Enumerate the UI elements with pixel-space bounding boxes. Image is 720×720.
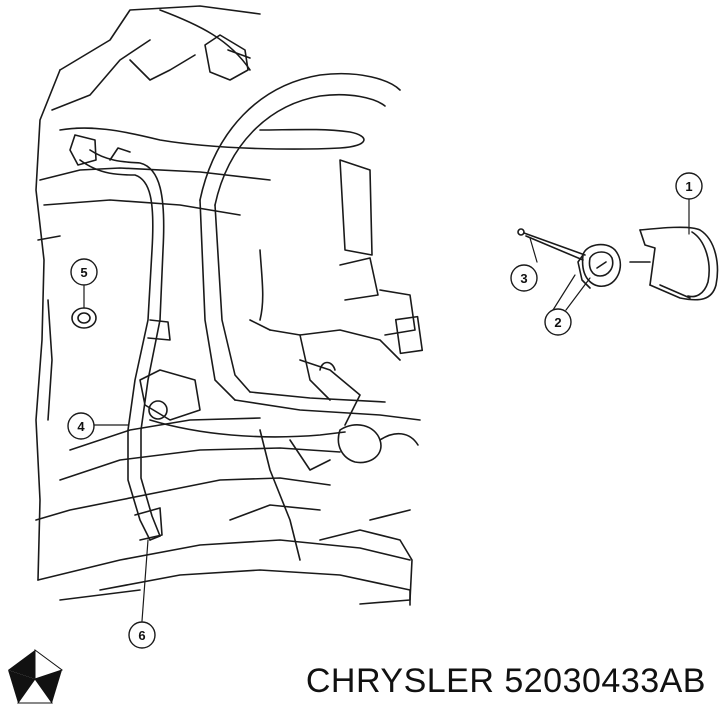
fuel-door-housing-part <box>629 226 719 301</box>
callout-1: 1 <box>675 172 703 200</box>
brand-name: CHRYSLER <box>305 662 495 700</box>
leader-lines <box>83 198 690 622</box>
callout-4-label: 4 <box>77 419 85 434</box>
callout-6-label: 6 <box>138 628 145 643</box>
callout-2-label: 2 <box>554 315 561 330</box>
callout-3-label: 3 <box>520 271 527 286</box>
tether-part <box>517 228 586 261</box>
callout-5: 5 <box>70 258 98 286</box>
callout-1-label: 1 <box>685 179 692 194</box>
callout-5-label: 5 <box>80 265 87 280</box>
grommet-part <box>71 307 97 329</box>
vehicle-body-illustration <box>35 5 424 606</box>
chrysler-pentastar-icon <box>8 649 64 704</box>
callout-4: 4 <box>67 412 95 440</box>
part-number: 52030433AB <box>504 662 706 700</box>
callout-3: 3 <box>510 264 538 292</box>
fuel-filler-tube <box>79 149 171 541</box>
vent-hose <box>59 127 365 438</box>
fuel-cap-part <box>577 243 622 289</box>
callout-2: 2 <box>544 308 572 336</box>
brand-part-label: CHRYSLER 52030433AB <box>306 662 706 701</box>
brand-footer: CHRYSLER 52030433AB <box>0 640 720 720</box>
callout-6: 6 <box>128 621 156 649</box>
